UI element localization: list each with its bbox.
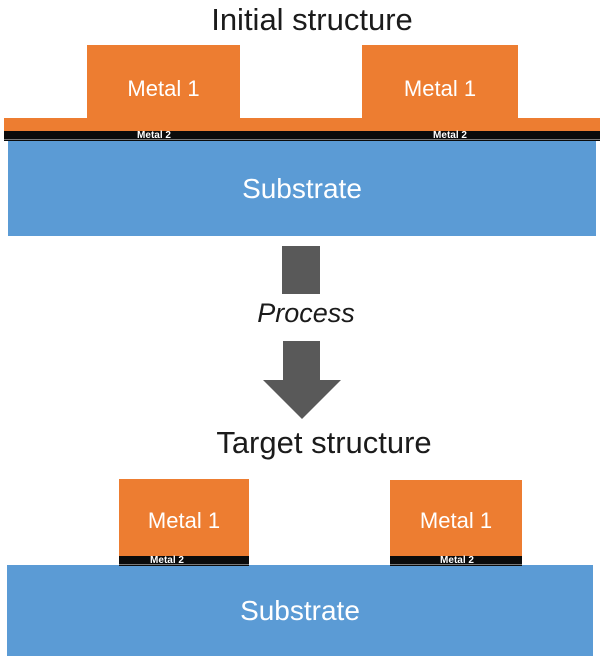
metal1-left-label: Metal 1: [147, 507, 221, 533]
target-metal1-right-block: Metal 1: [390, 480, 522, 556]
target-metal2-left-label: Metal 2: [150, 555, 184, 566]
initial-metal1-thin-film: [4, 118, 600, 131]
metal1-left-label: Metal 1: [127, 76, 200, 101]
initial-structure-title: Initial structure: [211, 2, 413, 37]
initial-substrate-block: Substrate: [8, 141, 596, 236]
arrow-down-icon: [263, 380, 341, 419]
initial-substrate-label: Substrate: [242, 172, 362, 204]
process-arrow-tail: [282, 246, 320, 294]
metal1-right-label: Metal 1: [403, 76, 477, 101]
target-structure-title: Target structure: [216, 425, 432, 460]
metal1-right-label: Metal 1: [419, 508, 493, 533]
initial-metal1-right-block: Metal 1: [362, 45, 518, 118]
target-metal2-right-strip: Metal 2: [390, 556, 522, 566]
initial-metal2-film: Metal 2 Metal 2: [4, 131, 600, 141]
initial-metal2-left-label: Metal 2: [137, 130, 171, 141]
target-metal1-left-block: Metal 1: [119, 479, 249, 556]
target-substrate-label: Substrate: [240, 594, 360, 626]
target-metal2-right-label: Metal 2: [440, 555, 474, 566]
initial-metal2-right-label: Metal 2: [433, 130, 467, 141]
process-label: Process: [257, 298, 355, 328]
target-substrate-block: Substrate: [7, 565, 593, 656]
process-arrow-shaft: [283, 341, 320, 380]
initial-metal1-left-block: Metal 1: [87, 45, 240, 118]
target-metal2-left-strip: Metal 2: [119, 556, 249, 566]
